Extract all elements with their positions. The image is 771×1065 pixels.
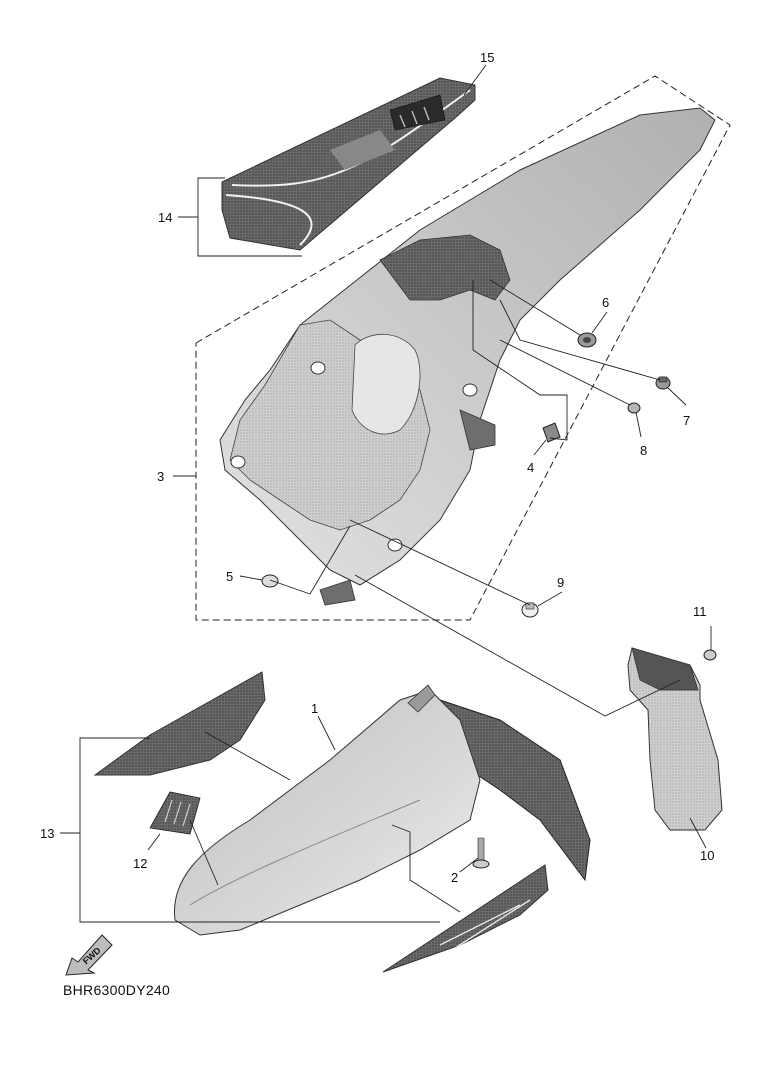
callout-3: 3 — [157, 469, 164, 484]
nut-part-6[interactable] — [577, 332, 597, 348]
washer-part-5[interactable] — [261, 574, 279, 588]
screw-part-11[interactable] — [703, 649, 717, 661]
fwd-arrow-icon: FWD — [65, 934, 113, 976]
diagram-code: BHR6300DY240 — [63, 982, 171, 998]
rivet-part-2[interactable] — [472, 837, 490, 869]
rear-fender-part-3[interactable] — [219, 107, 716, 606]
callout-2: 2 — [451, 870, 458, 885]
front-fender-part-1[interactable] — [173, 684, 591, 936]
bolt-part-9[interactable] — [521, 602, 539, 618]
callout-14: 14 — [158, 210, 172, 225]
callout-4: 4 — [527, 460, 534, 475]
callout-13: 13 — [40, 826, 54, 841]
callout-5: 5 — [226, 569, 233, 584]
bolt-part-7[interactable] — [655, 376, 671, 390]
monster-decal-part-15[interactable] — [389, 94, 446, 131]
callout-12: 12 — [133, 856, 147, 871]
callout-6: 6 — [602, 295, 609, 310]
clip-part-4[interactable] — [542, 422, 561, 443]
callout-15: 15 — [480, 50, 494, 65]
callout-10: 10 — [700, 848, 714, 863]
mud-flap-part-10[interactable] — [627, 647, 723, 831]
callout-9: 9 — [557, 575, 564, 590]
assembly-boundary-3 — [195, 75, 731, 621]
leader-lines — [60, 64, 712, 923]
callout-1: 1 — [311, 701, 318, 716]
bolt-part-8[interactable] — [627, 402, 641, 414]
callout-labels: 15 14 3 6 7 8 4 5 9 11 1 13 12 10 2 — [40, 50, 714, 885]
front-decal-lower-part-13[interactable] — [382, 864, 549, 973]
callout-11: 11 — [693, 604, 707, 619]
callout-8: 8 — [640, 443, 647, 458]
monster-decal-part-12[interactable] — [149, 791, 201, 835]
front-decal-upper-part-13[interactable] — [93, 671, 266, 776]
callout-7: 7 — [683, 413, 690, 428]
